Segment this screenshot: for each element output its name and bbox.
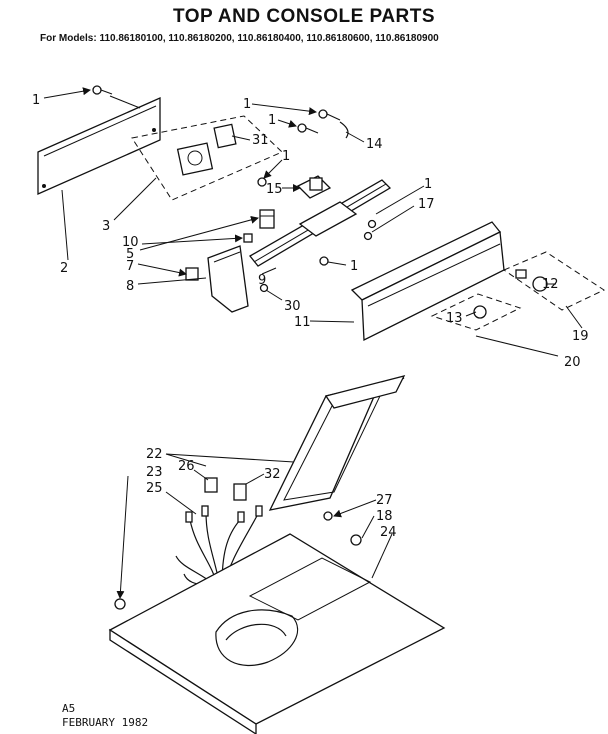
callout-1: 1 [32, 93, 40, 108]
connector-part [204, 477, 247, 501]
callout-18: 18 [376, 509, 393, 524]
footer-code: A5 [62, 702, 76, 715]
clip-part [243, 233, 253, 243]
callout-22: 22 [146, 447, 163, 462]
screw-part [363, 219, 377, 241]
callout-15: 15 [266, 182, 283, 197]
callout-12: 12 [542, 277, 559, 292]
callout-14: 14 [366, 137, 383, 152]
callout-17: 17 [418, 197, 435, 212]
callout-3: 3 [102, 219, 110, 234]
screw-part [259, 283, 269, 293]
footer-date: FEBRUARY 1982 [62, 716, 149, 729]
knob-part [185, 267, 199, 281]
callout-labels: 1 2 3 1 1 31 14 1 15 1 17 5 10 1 9 7 8 3… [32, 93, 589, 540]
knob-part [473, 305, 487, 319]
screw-part [297, 109, 349, 139]
timer-part [176, 123, 237, 176]
leader-lines [116, 453, 393, 599]
leader-lines [43, 87, 583, 357]
housing-outline [131, 115, 283, 201]
lint-filter-part [268, 375, 406, 511]
console-panel-part [350, 221, 505, 342]
end-cap-part [207, 245, 249, 313]
callout-25: 25 [146, 481, 163, 496]
page-title: TOP AND CONSOLE PARTS [172, 6, 436, 27]
screw-part [319, 256, 329, 266]
model-list: For Models: 110.86180100, 110.86180200, … [40, 33, 439, 44]
callout-23: 23 [146, 465, 163, 480]
callout-9: 9 [258, 273, 266, 288]
top-panel-part [108, 511, 446, 734]
screw-part [92, 85, 113, 95]
callout-8: 8 [126, 279, 134, 294]
callout-5: 5 [126, 247, 134, 262]
bracket-part [249, 179, 392, 267]
callout-10: 10 [122, 235, 139, 250]
switch-part [296, 175, 332, 199]
callout-1: 1 [243, 97, 251, 112]
callout-7: 7 [126, 259, 134, 274]
callout-11: 11 [294, 315, 311, 330]
screw-part [257, 177, 267, 187]
callout-31: 31 [252, 133, 269, 148]
callout-13: 13 [446, 311, 463, 326]
callout-30: 30 [284, 299, 301, 314]
callout-1: 1 [350, 259, 358, 274]
callout-27: 27 [376, 493, 393, 508]
callout-1: 1 [424, 177, 432, 192]
callout-1: 1 [282, 149, 290, 164]
callout-2: 2 [60, 261, 68, 276]
knob-group-outline [502, 251, 606, 311]
callout-32: 32 [264, 467, 281, 482]
callout-1: 1 [268, 113, 276, 128]
knob-group-outline [430, 293, 522, 331]
callout-26: 26 [178, 459, 195, 474]
callout-24: 24 [380, 525, 397, 540]
switch-part [259, 209, 275, 229]
rear-panel-part [37, 97, 161, 195]
knob-part [515, 269, 548, 292]
callout-20: 20 [564, 355, 581, 370]
callout-19: 19 [572, 329, 589, 344]
